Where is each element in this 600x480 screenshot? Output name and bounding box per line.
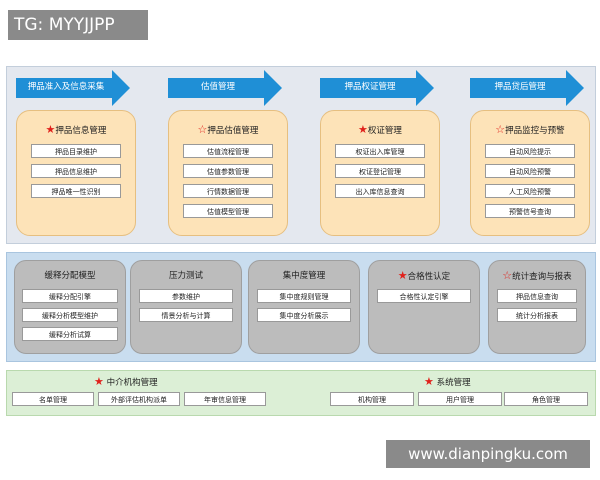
item-box[interactable]: 自动风险预警 bbox=[485, 164, 575, 178]
item-box[interactable]: 缓释分析试算 bbox=[22, 327, 118, 341]
module-title: ☆统计查询与报表 bbox=[502, 269, 572, 282]
item-box[interactable]: 缓释分配引擎 bbox=[22, 289, 118, 303]
bottom-right-title: ★ 系统管理 bbox=[424, 375, 471, 388]
stage-box-title: ★押品信息管理 bbox=[45, 123, 107, 136]
item-box[interactable]: 押品目录维护 bbox=[31, 144, 121, 158]
arrow-icon bbox=[16, 70, 130, 106]
stage-arrow-1: 押品准入及信息采集 bbox=[16, 70, 130, 106]
item-box[interactable]: 出入库信息查询 bbox=[335, 184, 425, 198]
module-title: ★合格性认定 bbox=[397, 269, 451, 282]
item-box[interactable]: 情景分析与计算 bbox=[139, 308, 233, 322]
item-box[interactable]: 权证登记管理 bbox=[335, 164, 425, 178]
star-filled-icon: ★ bbox=[424, 375, 434, 388]
item-box[interactable]: 人工风险预警 bbox=[485, 184, 575, 198]
stage-arrow-label: 押品准入及信息采集 bbox=[27, 82, 105, 92]
item-box[interactable]: 权证出入库管理 bbox=[335, 144, 425, 158]
module-box-1: 缓释分配模型 缓释分配引擎 缓释分析模型维护 缓释分析试算 bbox=[14, 260, 126, 354]
item-box[interactable]: 缓释分析模型维护 bbox=[22, 308, 118, 322]
arrow-icon bbox=[470, 70, 584, 106]
item-box[interactable]: 年审信息管理 bbox=[184, 392, 266, 406]
stage-box-title: ☆押品估值管理 bbox=[197, 123, 259, 136]
stage-box-2: ☆押品估值管理 估值流程管理 估值参数管理 行情数据管理 估值模型管理 bbox=[168, 110, 288, 236]
watermark-site: www.dianpingku.com bbox=[386, 440, 590, 468]
star-outline-icon: ☆ bbox=[197, 123, 208, 136]
item-box[interactable]: 集中度分析展示 bbox=[257, 308, 351, 322]
item-box[interactable]: 统计分析报表 bbox=[497, 308, 577, 322]
stage-arrow-label: 估值管理 bbox=[200, 82, 235, 92]
item-box[interactable]: 预警信号查询 bbox=[485, 204, 575, 218]
module-title: 压力测试 bbox=[168, 271, 203, 281]
stage-arrow-4: 押品贷后管理 bbox=[470, 70, 584, 106]
stage-arrow-label: 押品权证管理 bbox=[344, 82, 396, 92]
watermark-tg: TG: MYYJJPP bbox=[8, 10, 148, 40]
star-filled-icon: ★ bbox=[94, 375, 104, 388]
item-box[interactable]: 估值参数管理 bbox=[183, 164, 273, 178]
star-outline-icon: ☆ bbox=[502, 269, 513, 282]
item-box[interactable]: 押品唯一性识别 bbox=[31, 184, 121, 198]
item-box[interactable]: 行情数据管理 bbox=[183, 184, 273, 198]
star-filled-icon: ★ bbox=[45, 123, 56, 136]
bottom-left-title: ★ 中介机构管理 bbox=[94, 375, 158, 388]
stage-box-3: ★权证管理 权证出入库管理 权证登记管理 出入库信息查询 bbox=[320, 110, 440, 236]
stage-arrow-2: 估值管理 bbox=[168, 70, 282, 106]
arrow-icon bbox=[320, 70, 434, 106]
item-box[interactable]: 名单管理 bbox=[12, 392, 94, 406]
arrow-icon bbox=[168, 70, 282, 106]
stage-box-title: ☆押品监控与预警 bbox=[495, 123, 565, 136]
item-box[interactable]: 押品信息维护 bbox=[31, 164, 121, 178]
stage-box-title: ★权证管理 bbox=[358, 123, 402, 136]
star-filled-icon: ★ bbox=[397, 269, 408, 282]
item-box[interactable]: 机构管理 bbox=[330, 392, 414, 406]
item-box[interactable]: 押品信息查询 bbox=[497, 289, 577, 303]
item-box[interactable]: 角色管理 bbox=[504, 392, 588, 406]
stage-arrow-label: 押品贷后管理 bbox=[494, 82, 546, 92]
item-box[interactable]: 估值流程管理 bbox=[183, 144, 273, 158]
item-box[interactable]: 外部评估机构派单 bbox=[98, 392, 180, 406]
item-box[interactable]: 合格性认定引擎 bbox=[377, 289, 471, 303]
item-box[interactable]: 自动风险提示 bbox=[485, 144, 575, 158]
module-title: 缓释分配模型 bbox=[44, 271, 96, 281]
item-box[interactable]: 集中度规则管理 bbox=[257, 289, 351, 303]
star-outline-icon: ☆ bbox=[495, 123, 506, 136]
module-box-2: 压力测试 参数维护 情景分析与计算 bbox=[130, 260, 242, 354]
module-box-5: ☆统计查询与报表 押品信息查询 统计分析报表 bbox=[488, 260, 586, 354]
item-box[interactable]: 估值模型管理 bbox=[183, 204, 273, 218]
stage-arrow-3: 押品权证管理 bbox=[320, 70, 434, 106]
item-box[interactable]: 参数维护 bbox=[139, 289, 233, 303]
module-title: 集中度管理 bbox=[282, 271, 326, 281]
stage-box-4: ☆押品监控与预警 自动风险提示 自动风险预警 人工风险预警 预警信号查询 bbox=[470, 110, 590, 236]
stage-box-1: ★押品信息管理 押品目录维护 押品信息维护 押品唯一性识别 bbox=[16, 110, 136, 236]
star-filled-icon: ★ bbox=[358, 123, 368, 136]
module-box-3: 集中度管理 集中度规则管理 集中度分析展示 bbox=[248, 260, 360, 354]
module-box-4: ★合格性认定 合格性认定引擎 bbox=[368, 260, 480, 354]
item-box[interactable]: 用户管理 bbox=[418, 392, 502, 406]
